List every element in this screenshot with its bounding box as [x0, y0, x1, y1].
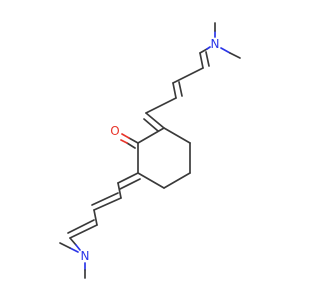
lower-chain-bond-5: [69, 224, 98, 239]
upper-n-methyl-right-c-half: [229, 52, 241, 59]
carbonyl-bond-oxygen-half: [121, 133, 130, 139]
lower-chain-bond-5-double: [67, 219, 95, 234]
ring-bond-c5-c6: [137, 172, 165, 189]
cyclohexane-ring: [137, 127, 191, 189]
upper-chain-bond-3: [172, 82, 177, 99]
carbonyl-double-bond-oxygen-half: [120, 139, 128, 144]
upper-chain-bond-6-carbon-half: [199, 48, 208, 54]
upper-chain-bond-1: [145, 112, 165, 129]
upper-chain-bond-1-double: [143, 118, 159, 132]
carbonyl-group: O: [110, 124, 139, 149]
upper-chain-bond-2: [145, 97, 177, 114]
ring-bond-c2-c3: [163, 127, 191, 144]
lower-chain-bond-1: [117, 172, 139, 184]
upper-chain-bond-5: [199, 52, 204, 69]
lower-chain-bond-2: [117, 182, 122, 199]
ring-bond-c4-c5: [163, 172, 191, 189]
ring-bond-c1-c2: [137, 127, 165, 144]
lower-n-methyl-left-c-half: [59, 242, 71, 249]
lower-chain-bond-4: [93, 209, 98, 226]
upper-chain-bond-3-double: [178, 81, 183, 97]
carbonyl-bond-carbon-half: [128, 137, 139, 144]
molecule-structure-diagram: O N N: [59, 22, 241, 279]
upper-chain-bond-5-double: [205, 51, 210, 67]
carbonyl-double-bond-carbon-half: [126, 142, 136, 149]
upper-nitrogen-label: N: [211, 37, 220, 51]
upper-n-methyl-right-n-half: [220, 47, 231, 54]
lower-nitrogen-label: N: [81, 249, 90, 263]
lower-chain-bond-1-double: [119, 178, 141, 190]
lower-chain-bond-3-double: [91, 192, 119, 206]
upper-chain-bond-6-nitrogen-half: [206, 46, 211, 50]
lower-dienyl-chain: N: [59, 172, 141, 279]
lower-chain-bond-3: [93, 197, 122, 211]
upper-dienyl-chain: N: [143, 22, 241, 132]
oxygen-atom-label: O: [110, 124, 119, 138]
lower-chain-bond-6-nitrogen-half: [75, 244, 81, 251]
lower-n-methyl-left-n-half: [69, 247, 79, 253]
lower-chain-bond-6-carbon-half: [69, 237, 77, 246]
upper-chain-bond-4: [172, 67, 204, 84]
